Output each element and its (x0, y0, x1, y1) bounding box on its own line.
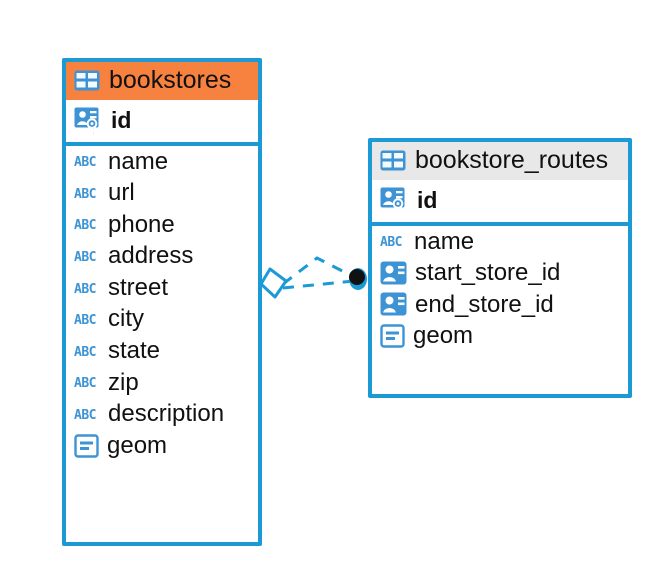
field-label-url: url (108, 179, 135, 207)
text-field-icon: ABC (74, 155, 96, 169)
foreign-key-icon (380, 292, 407, 316)
entity-title-bookstore-routes: bookstore_routes (415, 146, 609, 174)
svg-text:ABC: ABC (74, 376, 96, 390)
field-row-name[interactable]: ABC name (66, 146, 258, 178)
table-icon (74, 70, 100, 91)
field-row-phone[interactable]: ABC phone (66, 209, 258, 241)
filled-circle-marker (349, 268, 367, 290)
field-label-zip: zip (108, 368, 139, 396)
text-field-icon: ABC (74, 376, 96, 390)
field-row-address[interactable]: ABC address (66, 240, 258, 272)
relationship-branch-upper (282, 256, 355, 286)
field-row-zip[interactable]: ABC zip (66, 367, 258, 399)
field-label-geom: geom (107, 431, 168, 459)
field-row-description[interactable]: ABC description (66, 398, 258, 430)
text-field-icon: ABC (74, 345, 96, 359)
text-field-icon: ABC (74, 408, 96, 422)
field-row-routes-id[interactable]: id (372, 180, 628, 222)
geometry-field-icon (380, 324, 405, 348)
table-icon (380, 150, 406, 171)
text-field-icon: ABC (74, 282, 96, 296)
text-field-icon: ABC (74, 313, 96, 327)
field-label-state: state (108, 337, 161, 365)
field-label-address: address (108, 242, 194, 270)
text-field-icon: ABC (74, 187, 96, 201)
primary-key-icon (74, 107, 99, 134)
field-row-geom[interactable]: geom (66, 430, 258, 462)
field-label-phone: phone (108, 210, 175, 238)
foreign-key-icon (380, 261, 407, 285)
text-field-icon: ABC (380, 235, 402, 249)
field-row-street[interactable]: ABC street (66, 272, 258, 304)
svg-text:ABC: ABC (74, 155, 96, 169)
svg-text:ABC: ABC (74, 187, 96, 201)
field-list-bookstores: ABC name ABC url ABC phone ABC (66, 146, 258, 462)
field-row-state[interactable]: ABC state (66, 335, 258, 367)
entity-header-bookstores[interactable]: bookstores (66, 62, 258, 100)
field-label-routes-name: name (414, 227, 475, 255)
svg-text:ABC: ABC (74, 408, 96, 422)
geometry-field-icon (74, 433, 99, 458)
field-label-name: name (108, 147, 169, 175)
field-label-description: description (108, 400, 225, 428)
field-row-url[interactable]: ABC url (66, 177, 258, 209)
svg-text:ABC: ABC (74, 250, 96, 264)
field-row-bookstores-id[interactable]: id (66, 100, 258, 142)
svg-text:ABC: ABC (74, 313, 96, 327)
field-row-routes-geom[interactable]: geom (372, 320, 628, 352)
rhombus-marker (259, 267, 288, 299)
entity-bookstores[interactable]: bookstores id (62, 58, 262, 546)
primary-key-divider (66, 141, 258, 146)
entity-bookstore-routes[interactable]: bookstore_routes id (368, 138, 632, 398)
svg-text:ABC: ABC (74, 282, 96, 296)
field-row-routes-name[interactable]: ABC name (372, 226, 628, 258)
field-row-city[interactable]: ABC city (66, 303, 258, 335)
entity-header-bookstore-routes[interactable]: bookstore_routes (372, 142, 628, 180)
text-field-icon: ABC (74, 250, 96, 264)
field-label-routes-id: id (417, 187, 438, 214)
field-list-bookstore-routes: ABC name start_store_id (372, 226, 628, 352)
svg-text:ABC: ABC (74, 218, 96, 232)
field-label-routes-geom: geom (413, 322, 474, 350)
entity-title-bookstores: bookstores (109, 66, 232, 94)
field-label-city: city (108, 305, 144, 333)
field-label-start-store-id: start_store_id (415, 259, 561, 287)
field-row-start-store-id[interactable]: start_store_id (372, 257, 628, 289)
primary-key-icon (380, 187, 405, 214)
field-label-bookstores-id: id (111, 107, 132, 134)
svg-text:ABC: ABC (74, 345, 96, 359)
field-label-street: street (108, 273, 169, 301)
field-row-end-store-id[interactable]: end_store_id (372, 289, 628, 321)
primary-key-divider (372, 221, 628, 226)
text-field-icon: ABC (74, 218, 96, 232)
svg-text:ABC: ABC (380, 235, 402, 249)
relationship-branch-lower (282, 279, 355, 290)
field-label-end-store-id: end_store_id (415, 290, 554, 318)
